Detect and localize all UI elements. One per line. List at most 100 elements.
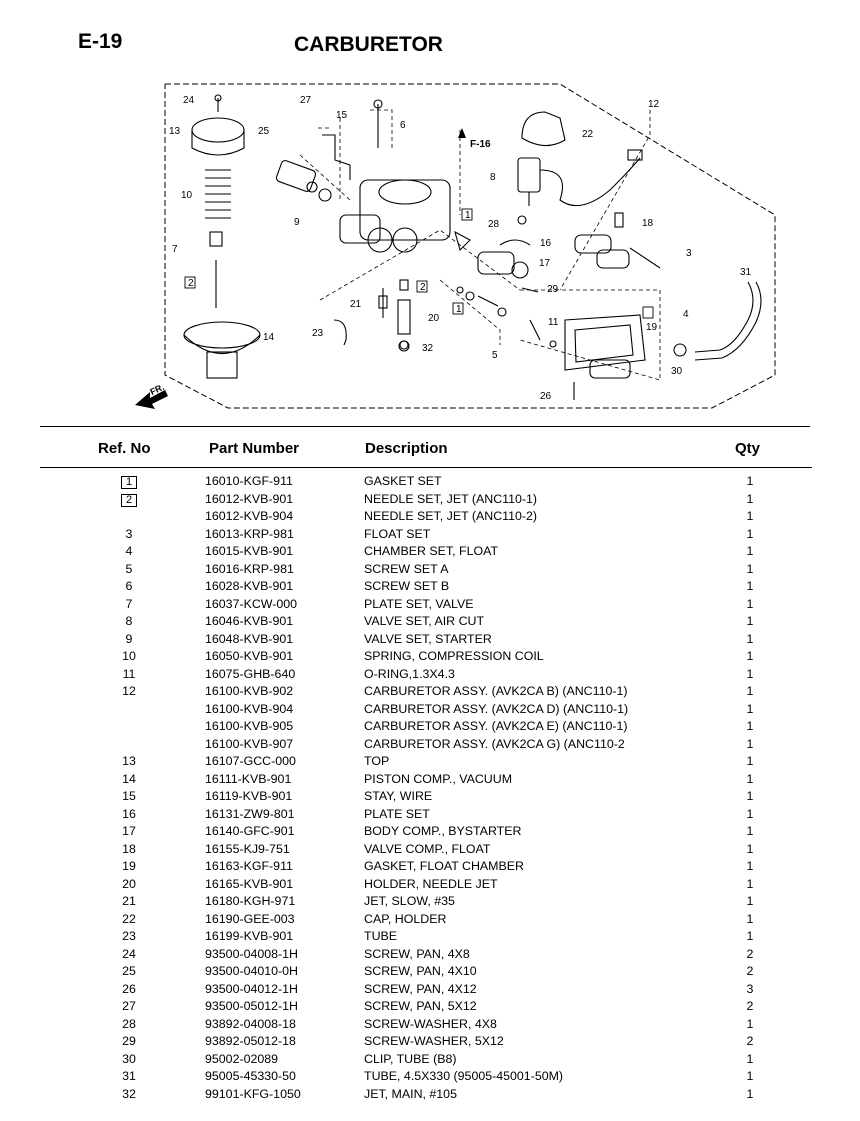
- qty-cell: 1: [746, 614, 754, 628]
- qty-cell: 1: [746, 1069, 754, 1083]
- boxed-ref-number: 1: [120, 476, 138, 489]
- qty-cell: 1: [746, 474, 754, 488]
- part-number-cell: 95002-02089: [205, 1051, 279, 1066]
- ref-no-cell: 4: [125, 544, 133, 558]
- description-cell: SCREW SET A: [364, 561, 449, 576]
- callout-labels: 24 27 15 6 12 13 25 22 F-16 10 8 9 28 18…: [148, 95, 751, 402]
- callout-label: 2: [420, 282, 426, 293]
- description-cell: PLATE SET: [364, 806, 430, 821]
- qty-cell: 1: [746, 596, 754, 611]
- description-cell: CHAMBER SET, FLOAT: [364, 544, 499, 558]
- ref-no-cell: 30: [122, 1051, 136, 1066]
- qty-cell: 1: [746, 701, 754, 716]
- qty-cell: 1: [746, 789, 754, 803]
- header-description: Description: [365, 440, 448, 457]
- ref-no-cell: 12: [122, 684, 136, 698]
- callout-label: 1: [465, 210, 471, 221]
- qty-cell: 1: [746, 841, 754, 856]
- description-cell: VALVE SET, STARTER: [364, 631, 492, 646]
- qty-cell: 1: [746, 1051, 754, 1066]
- ref-no-cell: 1: [98, 473, 160, 491]
- ref-no-cell: 19: [122, 859, 136, 873]
- description-cell: HOLDER, NEEDLE JET: [364, 876, 498, 891]
- part-number-cell: 16107-GCC-000: [205, 754, 296, 768]
- ref-no-cell: 23: [122, 929, 136, 943]
- description-cell: BODY COMP., BYSTARTER: [364, 824, 522, 838]
- callout-label: 8: [490, 172, 496, 183]
- description-cell: PISTON COMP., VACUUM: [364, 771, 513, 786]
- description-cell: CAP, HOLDER: [364, 911, 447, 926]
- description-cell: SCREW, PAN, 4X10: [364, 964, 477, 978]
- reference-arrow-icon: [458, 128, 466, 138]
- qty-cell: 1: [746, 859, 754, 873]
- ref-no-cell: 7: [125, 596, 133, 611]
- part-number-cell: 16100-KVB-905: [205, 719, 294, 733]
- qty-cell: 1: [746, 526, 754, 541]
- description-cell: STAY, WIRE: [364, 789, 433, 803]
- callout-label: 12: [648, 99, 660, 110]
- qty-cell: 1: [746, 806, 754, 821]
- description-cell: SPRING, COMPRESSION COIL: [364, 649, 544, 663]
- qty-cell: 1: [746, 666, 754, 681]
- ref-no-cell: 6: [125, 579, 133, 593]
- callout-label: 25: [258, 126, 270, 137]
- description-cell: CARBURETOR ASSY. (AVK2CA B) (ANC110-1): [364, 684, 628, 698]
- callout-label: 17: [539, 258, 551, 269]
- ref-no-cell: 20: [122, 876, 136, 891]
- qty-cell: 2: [746, 946, 754, 961]
- callout-label: 19: [646, 322, 658, 333]
- qty-cell: 1: [746, 894, 754, 908]
- description-cell: PLATE SET, VALVE: [364, 596, 474, 611]
- callout-label: 6: [400, 120, 406, 131]
- part-number-cell: 16075-GHB-640: [205, 666, 296, 681]
- part-number-cell: 16100-KVB-904: [205, 701, 294, 716]
- part-number-cell: 95005-45330-50: [205, 1069, 296, 1083]
- callout-label: 1: [456, 304, 462, 315]
- ref-no-cell: 31: [122, 1069, 136, 1083]
- description-cell: FLOAT SET: [364, 526, 431, 541]
- description-cell: O-RING,1.3X4.3: [364, 666, 455, 681]
- description-cell: TUBE, 4.5X330 (95005-45001-50M): [364, 1069, 564, 1083]
- callout-label: 30: [671, 366, 683, 377]
- part-number-cell: 16155-KJ9-751: [205, 841, 290, 856]
- ref-no-cell: 24: [122, 946, 136, 961]
- part-number-cell: 16100-KVB-907: [205, 736, 294, 751]
- qty-cell: 1: [746, 1086, 754, 1101]
- ref-no-cell: 16: [122, 806, 136, 821]
- part-number-cell: 16163-KGF-911: [205, 859, 293, 873]
- callout-label: 10: [181, 190, 193, 201]
- section-code: E-19: [78, 30, 123, 53]
- qty-cell: 1: [746, 631, 754, 646]
- callout-label: 23: [312, 328, 324, 339]
- part-number-cell: 16165-KVB-901: [205, 876, 294, 891]
- part-number-cell: 16046-KVB-901: [205, 614, 294, 628]
- description-cell: SCREW, PAN, 4X8: [364, 946, 470, 961]
- callout-label: 3: [686, 248, 692, 259]
- description-cell: SCREW, PAN, 5X12: [364, 999, 477, 1013]
- table-row: 31 95005-45330-50 TUBE, 4.5X330 (95005-450…: [0, 1068, 860, 1086]
- ref-no-cell: 14: [122, 771, 136, 786]
- description-cell: SCREW SET B: [364, 579, 450, 593]
- description-cell: JET, SLOW, #35: [364, 894, 455, 908]
- callout-label: 29: [547, 284, 559, 295]
- header-ref-no: Ref. No: [98, 440, 151, 457]
- qty-cell: 1: [746, 649, 754, 663]
- description-cell: TUBE: [364, 929, 398, 943]
- callout-label: 18: [642, 218, 654, 229]
